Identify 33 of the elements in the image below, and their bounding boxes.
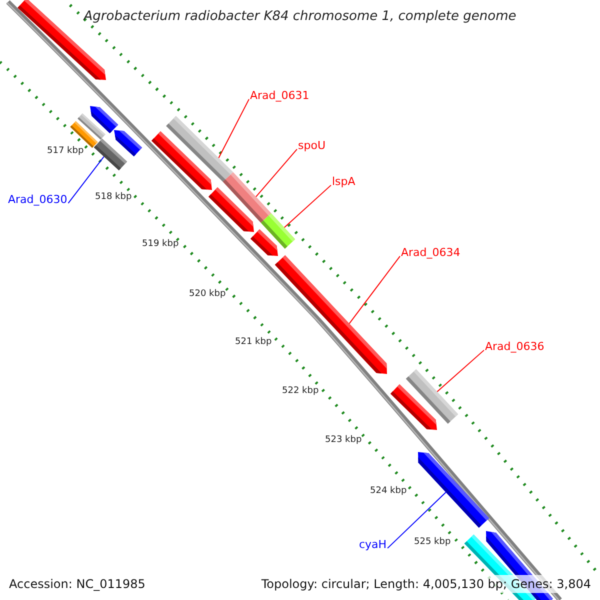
scale-label: 523 kbp <box>325 435 362 446</box>
scale-label: 521 kbp <box>235 337 272 348</box>
leader-line <box>387 492 446 549</box>
gene-label: Arad_0631 <box>250 89 310 102</box>
gene-block <box>274 255 387 374</box>
gene-label: Arad_0634 <box>401 246 460 260</box>
gene-label: cyaH <box>359 538 387 552</box>
gene-block <box>390 384 437 430</box>
gene-label: lspA <box>332 175 356 188</box>
scale-label: 518 kbp <box>95 192 132 203</box>
leader-line <box>436 350 484 392</box>
leader-line <box>218 98 250 158</box>
gene-label: Arad_0636 <box>485 340 544 354</box>
gene-block <box>250 229 278 256</box>
scale-label: 525 kbp <box>414 537 451 548</box>
gene-label: spoU <box>298 139 326 152</box>
gene-bar <box>94 138 128 170</box>
gene-block <box>152 131 212 190</box>
gene-block <box>114 130 142 156</box>
leader-line <box>348 256 400 324</box>
leader-line <box>255 148 298 198</box>
diagram-title: Agrobacterium radiobacter K84 chromosome 1, complete genome <box>82 9 518 25</box>
leader-line <box>284 184 332 228</box>
scale-label: 522 kbp <box>282 386 319 397</box>
scale-label: 524 kbp <box>370 486 407 497</box>
gene-block <box>418 452 490 528</box>
leader-line <box>68 156 104 204</box>
scale-label: 520 kbp <box>189 289 226 300</box>
scale-label: 519 kbp <box>142 239 179 250</box>
scale-label: 517 kbp <box>47 146 84 157</box>
gene-label: Arad_0630 <box>8 193 68 206</box>
gene-bar <box>70 121 98 148</box>
gene-block <box>208 187 254 232</box>
